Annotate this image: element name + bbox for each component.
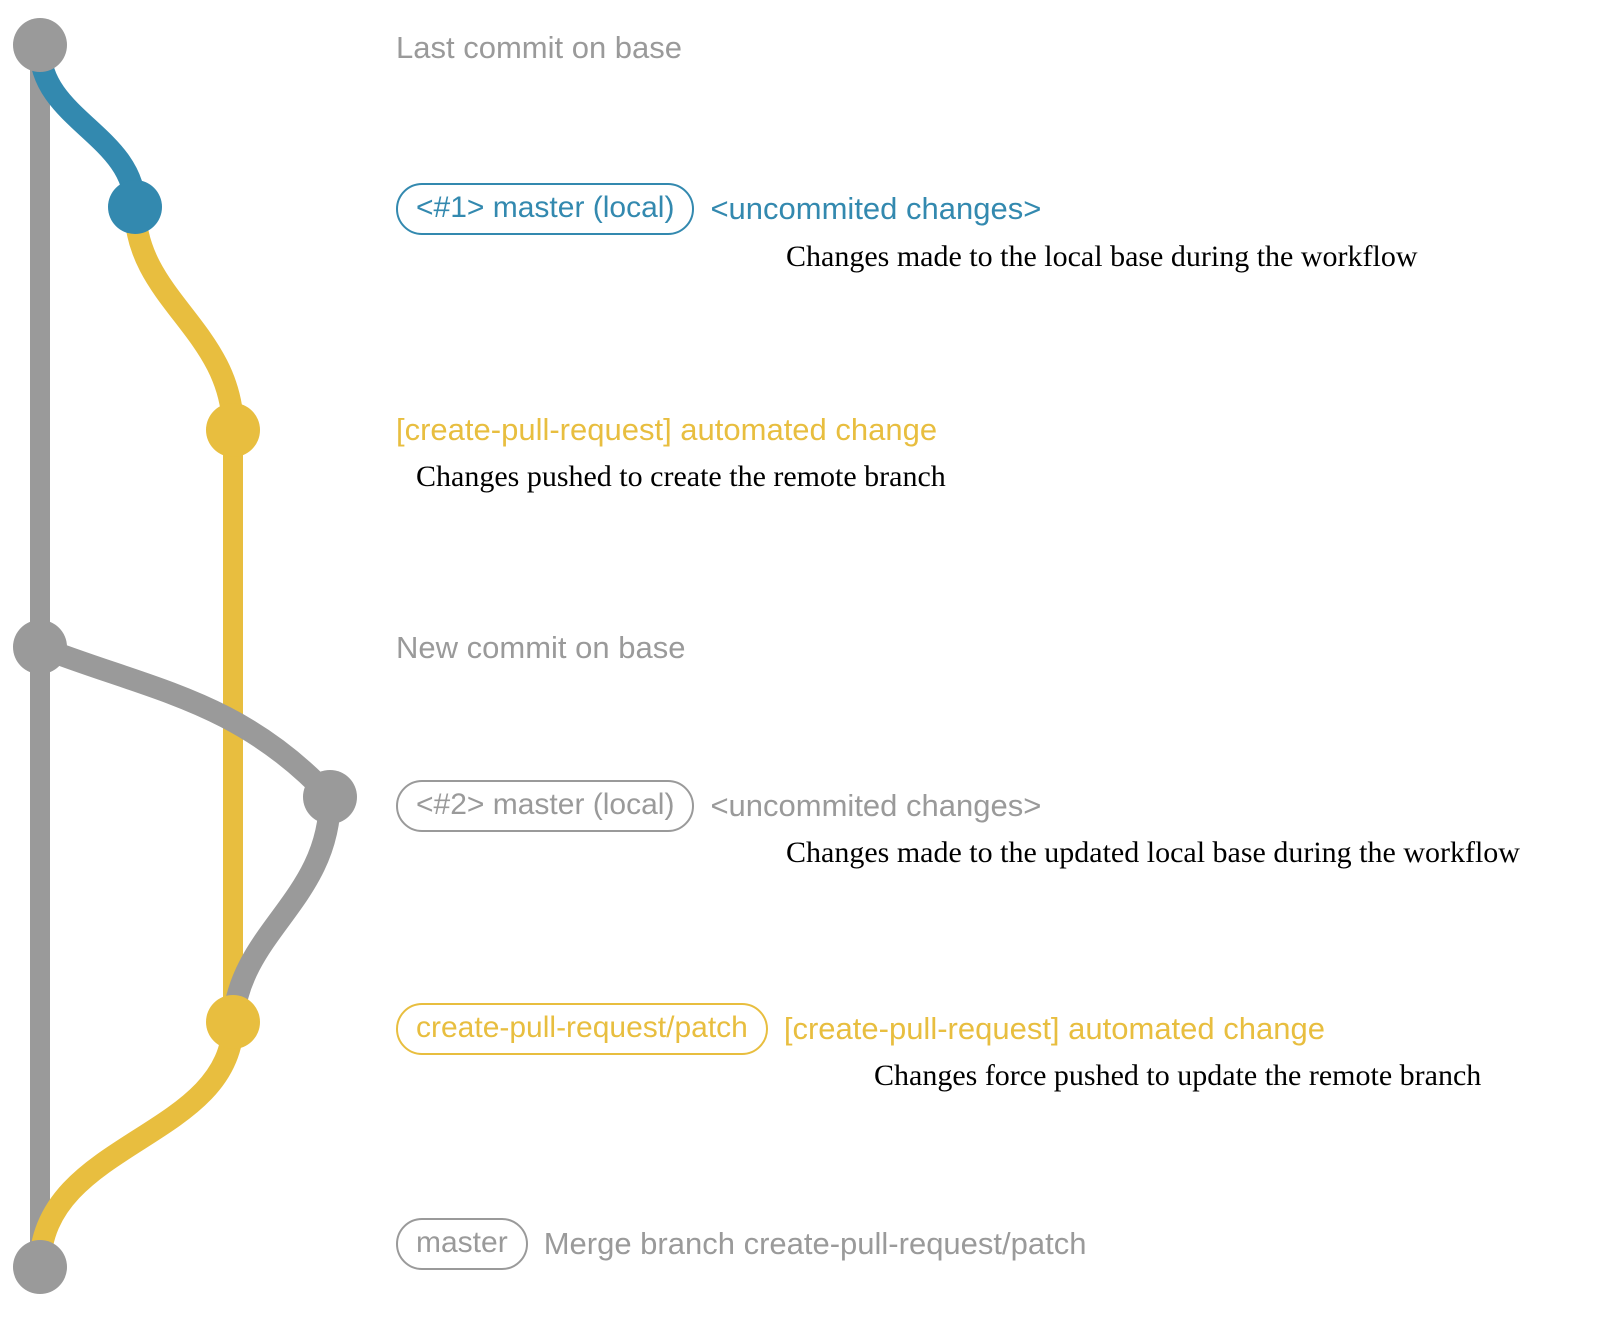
headline-master-local-1: <#1> master (local) <uncommited changes> bbox=[396, 183, 1041, 235]
commit-node-local-change-2[interactable] bbox=[303, 770, 357, 824]
commit-title-last-commit-on-base: Last commit on base bbox=[396, 30, 683, 65]
headline-merge-commit: master Merge branch create-pull-request/… bbox=[396, 1218, 1086, 1270]
merge-line-yellow bbox=[29, 1011, 244, 1278]
commit-node-patch-1[interactable] bbox=[206, 403, 260, 457]
commit-title-automated-change-1: [create-pull-request] automated change bbox=[396, 412, 938, 447]
annotation-row-master-local-2: <#2> master (local) <uncommited changes> bbox=[396, 780, 1041, 832]
commit-node-base-head[interactable] bbox=[13, 18, 67, 72]
commit-node-local-change-1[interactable] bbox=[108, 180, 162, 234]
annotation-row-last-commit-on-base: Last commit on base bbox=[396, 30, 682, 66]
headline-new-commit: New commit on base bbox=[396, 630, 685, 666]
commit-node-merge-head[interactable] bbox=[13, 1240, 67, 1294]
commit-node-patch-2[interactable] bbox=[206, 995, 260, 1049]
headline-master-local-2: <#2> master (local) <uncommited changes> bbox=[396, 780, 1041, 832]
commit-title-master-local-1: <uncommited changes> bbox=[710, 191, 1042, 226]
headline-automated-change-1: [create-pull-request] automated change bbox=[396, 412, 937, 448]
commit-description-master-local-2: Changes made to the updated local base d… bbox=[786, 836, 1520, 869]
branch-badge-create-pull-request-patch[interactable]: create-pull-request/patch bbox=[396, 1003, 768, 1055]
commit-title-master-local-2: <uncommited changes> bbox=[710, 788, 1042, 823]
annotation-row-merge-commit: master Merge branch create-pull-request/… bbox=[396, 1218, 1086, 1270]
annotation-row-new-commit-on-base: New commit on base bbox=[396, 630, 685, 666]
branch-badge-master[interactable]: master bbox=[396, 1218, 528, 1270]
branch-badge-master-local-2[interactable]: <#2> master (local) bbox=[396, 780, 695, 832]
headline-automated-change-2: create-pull-request/patch [create-pull-r… bbox=[396, 1003, 1325, 1055]
branch-line-gray-to-patch bbox=[222, 786, 341, 1033]
commit-description-master-local-1: Changes made to the local base during th… bbox=[786, 240, 1418, 273]
branch-line-gray-rebase bbox=[29, 636, 341, 808]
branch-line-yellow-upper bbox=[124, 196, 244, 441]
branch-badge-master-local-1[interactable]: <#1> master (local) bbox=[396, 183, 695, 235]
commit-title-merge-commit: Merge branch create-pull-request/patch bbox=[543, 1226, 1087, 1261]
annotation-row-master-local-1: <#1> master (local) <uncommited changes> bbox=[396, 183, 1041, 235]
commit-node-base-new[interactable] bbox=[13, 620, 67, 674]
commit-description-automated-change-2: Changes force pushed to update the remot… bbox=[874, 1059, 1482, 1092]
annotation-row-automated-change-1: [create-pull-request] automated change bbox=[396, 412, 937, 448]
annotation-row-automated-change-2: create-pull-request/patch [create-pull-r… bbox=[396, 1003, 1325, 1055]
commit-description-automated-change-1: Changes pushed to create the remote bran… bbox=[416, 460, 946, 493]
headline-last-commit: Last commit on base bbox=[396, 30, 682, 66]
commit-title-automated-change-2: [create-pull-request] automated change bbox=[783, 1011, 1325, 1046]
commit-title-new-commit-on-base: New commit on base bbox=[396, 630, 686, 665]
